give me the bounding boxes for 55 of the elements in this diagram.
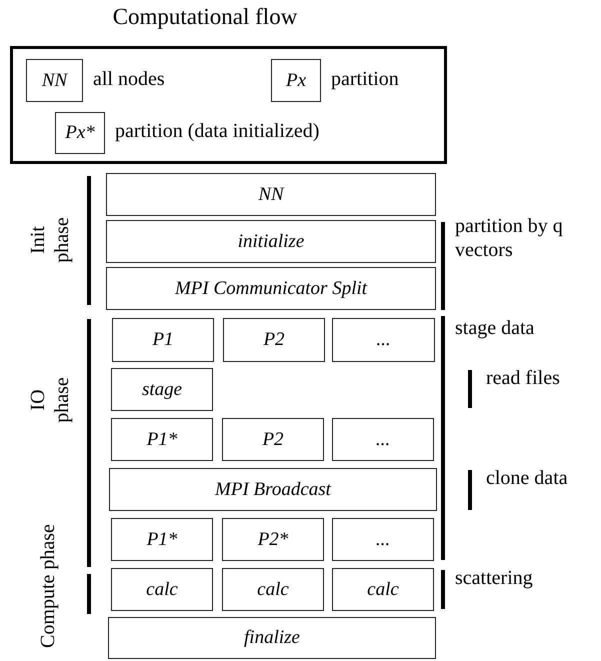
box-label: NN	[42, 70, 68, 92]
process-box	[55, 112, 105, 154]
step-note: partition by q vectors	[455, 214, 564, 262]
box-label: Px	[286, 70, 306, 92]
box-label: P2*	[258, 528, 288, 550]
step-note: read files	[486, 366, 561, 390]
process-box	[112, 318, 214, 362]
process-box	[111, 418, 213, 461]
process-box	[108, 617, 436, 659]
process-box	[106, 173, 436, 216]
box-label: P1	[152, 329, 174, 351]
phase-label: Compute phase	[36, 523, 60, 650]
legend-text: all nodes	[93, 68, 165, 90]
box-label: NN	[258, 184, 284, 206]
box-label: MPI Broadcast	[215, 478, 331, 500]
box-label: finalize	[244, 627, 300, 649]
step-note: clone data	[486, 466, 569, 490]
box-label: Px*	[65, 122, 95, 144]
box-label: calc	[257, 578, 289, 600]
phase-label: Init phase	[26, 216, 74, 265]
process-box	[109, 468, 437, 511]
box-label: ...	[376, 528, 390, 550]
process-box	[106, 267, 436, 310]
box-label: ...	[376, 428, 390, 450]
step-note: stage data	[455, 316, 536, 340]
process-box	[111, 518, 213, 561]
process-box	[332, 518, 434, 561]
process-box	[222, 568, 324, 611]
box-label: initialize	[238, 230, 304, 252]
box-label: P2	[262, 428, 284, 450]
process-box	[271, 59, 321, 102]
box-label: P1*	[146, 528, 178, 550]
process-box	[111, 368, 213, 411]
process-box	[332, 418, 434, 461]
process-box	[332, 318, 435, 362]
process-box	[223, 318, 325, 362]
process-box	[106, 220, 436, 263]
process-box	[26, 59, 83, 102]
step-note: scattering	[455, 566, 534, 590]
phase-label: IO phase	[26, 376, 74, 425]
box-label: MPI Communicator Split	[174, 278, 368, 300]
process-box	[222, 518, 324, 561]
process-box	[222, 418, 324, 461]
box-label: calc	[146, 578, 178, 600]
box-label: stage	[142, 378, 182, 400]
box-label: calc	[367, 578, 399, 600]
process-box	[111, 568, 213, 611]
title: Computational flow	[112, 4, 298, 30]
legend-text: partition	[331, 68, 399, 90]
process-box	[332, 568, 434, 611]
box-label: P2	[263, 329, 285, 351]
legend-text: partition (data initialized)	[115, 120, 320, 143]
box-label: ...	[376, 329, 391, 351]
box-label: P1*	[146, 428, 178, 450]
legend-frame	[10, 46, 447, 164]
